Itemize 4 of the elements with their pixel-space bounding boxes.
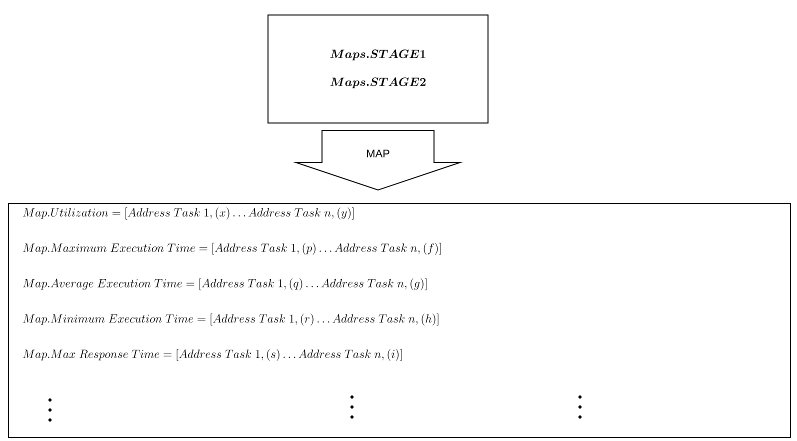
block-arrow — [292, 130, 464, 191]
stage-box: $\boldsymbol{Maps.STAGE1}$ $\boldsymbol{Maps.STAGE2}$ — [268, 14, 488, 124]
edge-label: MAP — [367, 150, 390, 158]
formula-box: $Map.Utilization = [Address\ Task\ 1, (x) \ldots Address\ Task\ n, (y)]$ $Map.Maximum\ Execution\ Time = [Address\ Task\ 1, (p) \ldots Address\ Task\ n, (f)]$ $Map.Average\ Execution\ Time = [Address\ Task\ 1, (q) \ldots Address\ Task\ n, (g)]$ $Map.Minimum\ Execution\ Time = [Address\ Task\ 1, (r) \ldots Address\ Task\ n, (h)]$ $Map.Max\ Response\ Time = [Address\ Task\ 1, (s) \ldots Address\ Task\ n, (i)]$ — [8, 203, 791, 438]
